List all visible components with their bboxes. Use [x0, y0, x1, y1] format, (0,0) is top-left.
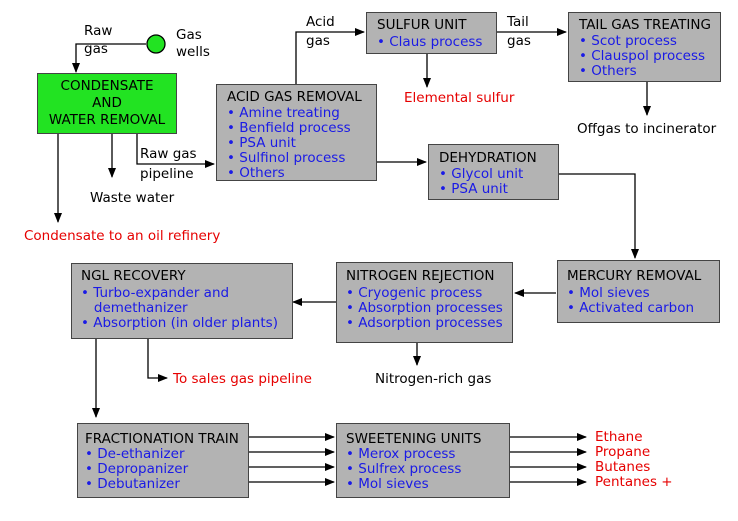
- product-propane: Propane: [595, 444, 651, 460]
- dehydration-item: • Glycol unit: [439, 166, 524, 182]
- sweetening-title: SWEETENING UNITS: [346, 431, 482, 447]
- ngl-item: • Absorption (in older plants): [81, 315, 278, 331]
- condensate-water-removal-box: CONDENSATE AND WATER REMOVAL: [37, 73, 177, 134]
- dehydration-title: DEHYDRATION: [439, 150, 537, 166]
- tail-gas-label-2: gas: [507, 33, 531, 49]
- raw-gas-label-1: Raw: [84, 23, 113, 39]
- ngl-item: • Turbo-expander and: [81, 285, 230, 301]
- raw-gas-label-2: gas: [84, 41, 108, 57]
- tail-gas-item: • Clauspol process: [579, 48, 706, 64]
- gas-wells-icon: [146, 34, 166, 54]
- sulfur-title: SULFUR UNIT: [377, 17, 467, 33]
- dehydration-box: DEHYDRATION • Glycol unit • PSA unit: [428, 144, 559, 200]
- acid-gas-item: • PSA unit: [227, 135, 296, 151]
- sulfur-unit-box: SULFUR UNIT • Claus process: [366, 12, 497, 54]
- condensate-output-label: Condensate to an oil refinery: [24, 228, 221, 244]
- nitrogen-rich-gas-label: Nitrogen-rich gas: [375, 371, 492, 387]
- product-butanes: Butanes: [595, 459, 651, 475]
- ngl-title: NGL RECOVERY: [81, 268, 186, 284]
- fractionation-item: • Depropanizer: [85, 461, 189, 477]
- fractionation-item: • Debutanizer: [85, 476, 180, 492]
- nitrogen-title: NITROGEN REJECTION: [346, 268, 495, 284]
- elemental-sulfur-label: Elemental sulfur: [404, 90, 515, 106]
- product-ethane: Ethane: [595, 429, 643, 445]
- sweetening-item: • Merox process: [346, 446, 456, 462]
- acid-gas-item: • Amine treating: [227, 105, 340, 121]
- acid-gas-item: • Others: [227, 165, 285, 181]
- nitrogen-item: • Absorption processes: [346, 300, 503, 316]
- product-pentanes: Pentanes +: [595, 474, 673, 490]
- sweetening-units-box: SWEETENING UNITS • Merox process • Sulfr…: [336, 423, 510, 498]
- acid-gas-label-1: Acid: [306, 14, 335, 30]
- condensate-title-1: CONDENSATE: [60, 78, 154, 94]
- tail-gas-treating-box: TAIL GAS TREATING • Scot process • Claus…: [568, 12, 721, 82]
- mercury-item: • Mol sieves: [567, 285, 650, 301]
- acid-gas-title: ACID GAS REMOVAL: [227, 89, 362, 105]
- sweetening-item: • Sulfrex process: [346, 461, 462, 477]
- gas-wells-label-2: wells: [176, 44, 210, 60]
- tail-gas-item: • Scot process: [579, 33, 677, 49]
- acid-gas-label-2: gas: [306, 33, 330, 49]
- fractionation-title: FRACTIONATION TRAIN: [85, 431, 239, 447]
- acid-gas-removal-box: ACID GAS REMOVAL • Amine treating • Benf…: [216, 84, 377, 181]
- ngl-recovery-box: NGL RECOVERY • Turbo-expander and demeth…: [71, 263, 293, 339]
- tail-gas-label-1: Tail: [507, 14, 529, 30]
- condensate-title-3: WATER REMOVAL: [48, 112, 166, 128]
- mercury-title: MERCURY REMOVAL: [567, 268, 702, 284]
- mercury-removal-box: MERCURY REMOVAL • Mol sieves • Activated…: [557, 260, 720, 323]
- sulfur-item: • Claus process: [377, 34, 483, 50]
- tail-gas-title: TAIL GAS TREATING: [579, 17, 711, 33]
- fractionation-train-box: FRACTIONATION TRAIN • De-ethanizer • Dep…: [77, 423, 249, 498]
- nitrogen-item: • Cryogenic process: [346, 285, 483, 301]
- mercury-item: • Activated carbon: [567, 300, 695, 316]
- condensate-title-2: AND: [92, 95, 122, 111]
- raw-gas-pipeline-label-1: Raw gas: [140, 146, 197, 162]
- offgas-label: Offgas to incinerator: [577, 121, 717, 137]
- sales-gas-label: To sales gas pipeline: [173, 371, 312, 387]
- sweetening-item: • Mol sieves: [346, 476, 429, 492]
- fractionation-item: • De-ethanizer: [85, 446, 185, 462]
- acid-gas-item: • Sulfinol process: [227, 150, 346, 166]
- ngl-item: demethanizer: [81, 300, 188, 316]
- waste-water-label: Waste water: [90, 190, 175, 206]
- tail-gas-item: • Others: [579, 63, 637, 79]
- acid-gas-item: • Benfield process: [227, 120, 351, 136]
- dehydration-item: • PSA unit: [439, 181, 508, 197]
- nitrogen-rejection-box: NITROGEN REJECTION • Cryogenic process •…: [336, 262, 513, 343]
- nitrogen-item: • Adsorption processes: [346, 315, 503, 331]
- raw-gas-pipeline-label-2: pipeline: [140, 166, 194, 182]
- gas-wells-label-1: Gas: [176, 27, 202, 43]
